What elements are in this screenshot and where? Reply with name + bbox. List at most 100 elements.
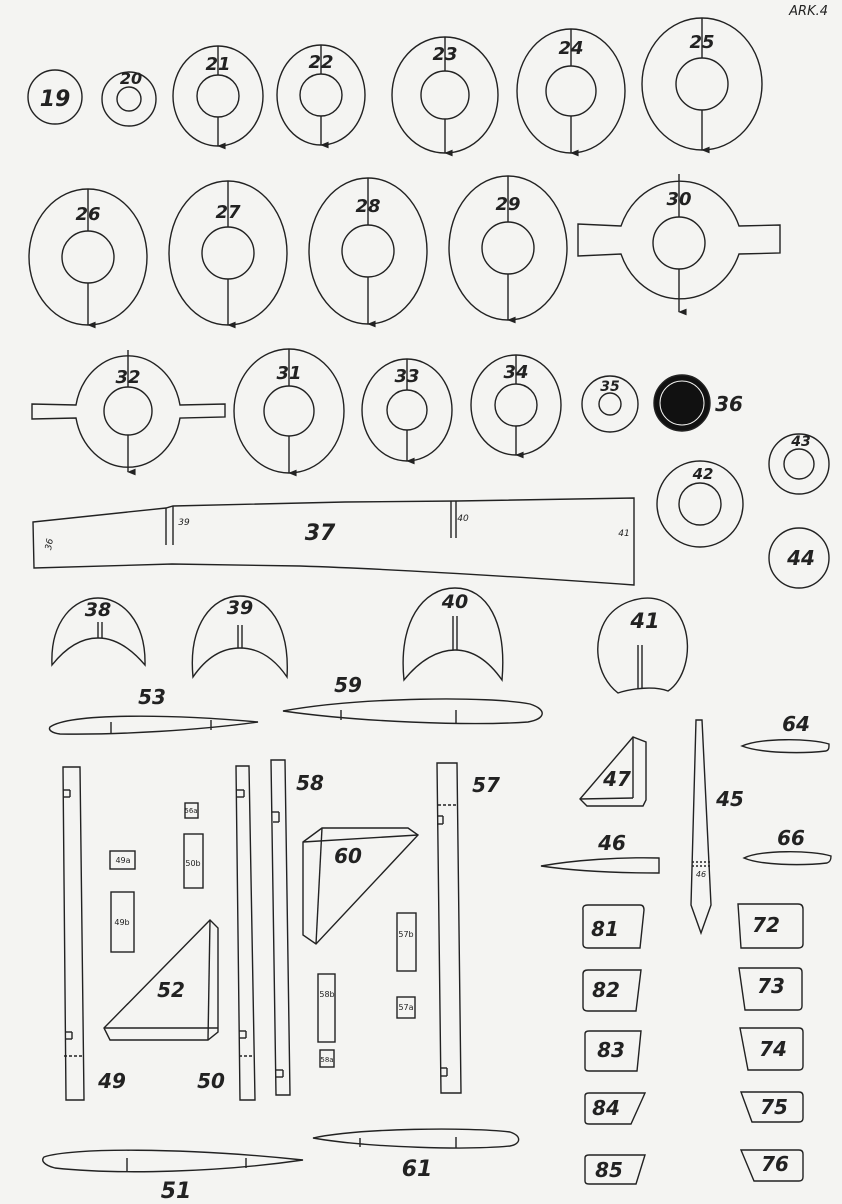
part-75-label: 75 bbox=[760, 1095, 788, 1119]
part-20: 20 bbox=[101, 69, 157, 127]
part-45: 45 46 bbox=[690, 719, 744, 936]
part-50b-label: 50b bbox=[185, 859, 200, 868]
part-40-label: 40 bbox=[441, 591, 468, 613]
part-38-label: 38 bbox=[85, 599, 111, 621]
part-58: 58 bbox=[270, 759, 324, 1096]
part-76: 76 bbox=[739, 1149, 804, 1182]
part-39: 39 bbox=[191, 595, 288, 680]
part-21: 21 bbox=[172, 45, 264, 150]
part-41: 41 bbox=[597, 597, 689, 694]
part-43-label: 43 bbox=[790, 434, 810, 450]
part-31: 31 bbox=[233, 348, 345, 477]
part-46-label: 46 bbox=[597, 831, 626, 855]
part-58a: 58a bbox=[319, 1049, 335, 1068]
part-57-label: 57 bbox=[472, 773, 500, 797]
part-53: 53 bbox=[48, 685, 259, 735]
part-26: 26 bbox=[28, 188, 148, 329]
part-41-label: 41 bbox=[629, 609, 659, 633]
part-21-label: 21 bbox=[205, 54, 230, 75]
part-49b-label: 49b bbox=[114, 918, 129, 927]
part-57a-label: 57a bbox=[398, 1003, 413, 1012]
part-24: 24 bbox=[516, 28, 626, 157]
part-66: 66 bbox=[742, 826, 832, 866]
part-40: 40 bbox=[402, 587, 504, 682]
part-49a: 49a bbox=[109, 850, 136, 870]
part-34-label: 34 bbox=[503, 362, 528, 383]
part-47-label: 47 bbox=[602, 767, 631, 791]
part-59-label: 59 bbox=[334, 673, 362, 697]
part-44: 44 bbox=[768, 527, 830, 589]
part-61: 61 bbox=[312, 1128, 520, 1182]
part-58a-label: 58a bbox=[320, 1056, 333, 1064]
part-50: 50 bbox=[197, 765, 256, 1101]
part-37-mark-40: 40 bbox=[457, 514, 469, 524]
part-32: 32 bbox=[31, 350, 226, 476]
part-82-label: 82 bbox=[592, 978, 620, 1002]
part-66-label: 66 bbox=[777, 826, 805, 850]
part-30-label: 30 bbox=[666, 189, 691, 210]
part-82: 82 bbox=[582, 969, 642, 1012]
part-61-label: 61 bbox=[402, 1157, 433, 1182]
part-58b: 58b bbox=[317, 973, 336, 1043]
part-57: 57 bbox=[436, 762, 500, 1094]
part-57b-label: 57b bbox=[398, 930, 413, 939]
part-56a-label: 56a bbox=[184, 807, 197, 815]
part-47: 47 bbox=[579, 736, 647, 807]
part-53-label: 53 bbox=[138, 685, 166, 709]
part-50-label: 50 bbox=[197, 1069, 225, 1093]
part-51: 51 bbox=[42, 1149, 304, 1204]
part-19-label: 19 bbox=[40, 87, 71, 112]
part-45-label: 45 bbox=[715, 787, 744, 811]
part-37-label: 37 bbox=[305, 521, 336, 546]
part-58-label: 58 bbox=[296, 771, 324, 795]
part-28-label: 28 bbox=[355, 196, 380, 217]
sheet-title: ARK.4 bbox=[789, 4, 828, 19]
part-64-label: 64 bbox=[782, 712, 810, 736]
part-39-label: 39 bbox=[227, 597, 253, 619]
part-38: 38 bbox=[51, 597, 146, 667]
part-19: 19 bbox=[27, 69, 83, 125]
part-34: 34 bbox=[470, 354, 562, 459]
part-23: 23 bbox=[391, 36, 499, 157]
part-23-label: 23 bbox=[432, 44, 457, 65]
part-29-label: 29 bbox=[495, 194, 520, 215]
part-35: 35 bbox=[581, 375, 639, 433]
part-60: 60 bbox=[302, 827, 420, 945]
part-25-label: 25 bbox=[689, 32, 714, 53]
part-85-label: 85 bbox=[595, 1158, 623, 1182]
part-44-label: 44 bbox=[786, 546, 815, 570]
part-85: 85 bbox=[584, 1154, 646, 1185]
part-83-label: 83 bbox=[597, 1038, 625, 1062]
part-56a: 56a bbox=[184, 802, 199, 819]
part-81-label: 81 bbox=[591, 917, 619, 941]
part-26-label: 26 bbox=[75, 204, 100, 225]
part-37-mark-36: 36 bbox=[44, 538, 56, 551]
part-74: 74 bbox=[739, 1027, 804, 1071]
part-57a: 57a bbox=[396, 996, 416, 1019]
part-37-mark-39: 39 bbox=[178, 518, 190, 528]
part-42-label: 42 bbox=[692, 465, 714, 483]
part-74-label: 74 bbox=[759, 1037, 787, 1061]
part-49b: 49b bbox=[110, 891, 135, 953]
part-81: 81 bbox=[582, 904, 645, 949]
part-30: 30 bbox=[577, 174, 781, 316]
part-72: 72 bbox=[737, 903, 804, 949]
part-33-label: 33 bbox=[394, 366, 419, 387]
part-28: 28 bbox=[308, 177, 428, 328]
part-58b-label: 58b bbox=[319, 990, 334, 999]
part-36-label: 36 bbox=[715, 392, 743, 416]
part-60-label: 60 bbox=[334, 844, 362, 868]
part-29: 29 bbox=[448, 175, 568, 324]
part-49-label: 49 bbox=[97, 1069, 126, 1093]
part-59: 59 bbox=[282, 673, 543, 725]
part-42: 42 bbox=[656, 460, 744, 548]
part-72-label: 72 bbox=[752, 913, 780, 937]
part-46: 46 bbox=[540, 831, 660, 874]
part-83: 83 bbox=[584, 1030, 642, 1072]
part-73-label: 73 bbox=[757, 974, 785, 998]
part-36: 36 bbox=[653, 374, 743, 432]
part-73: 73 bbox=[738, 967, 803, 1011]
part-27-label: 27 bbox=[215, 202, 241, 223]
part-75: 75 bbox=[739, 1091, 804, 1123]
part-43: 43 bbox=[768, 433, 830, 495]
